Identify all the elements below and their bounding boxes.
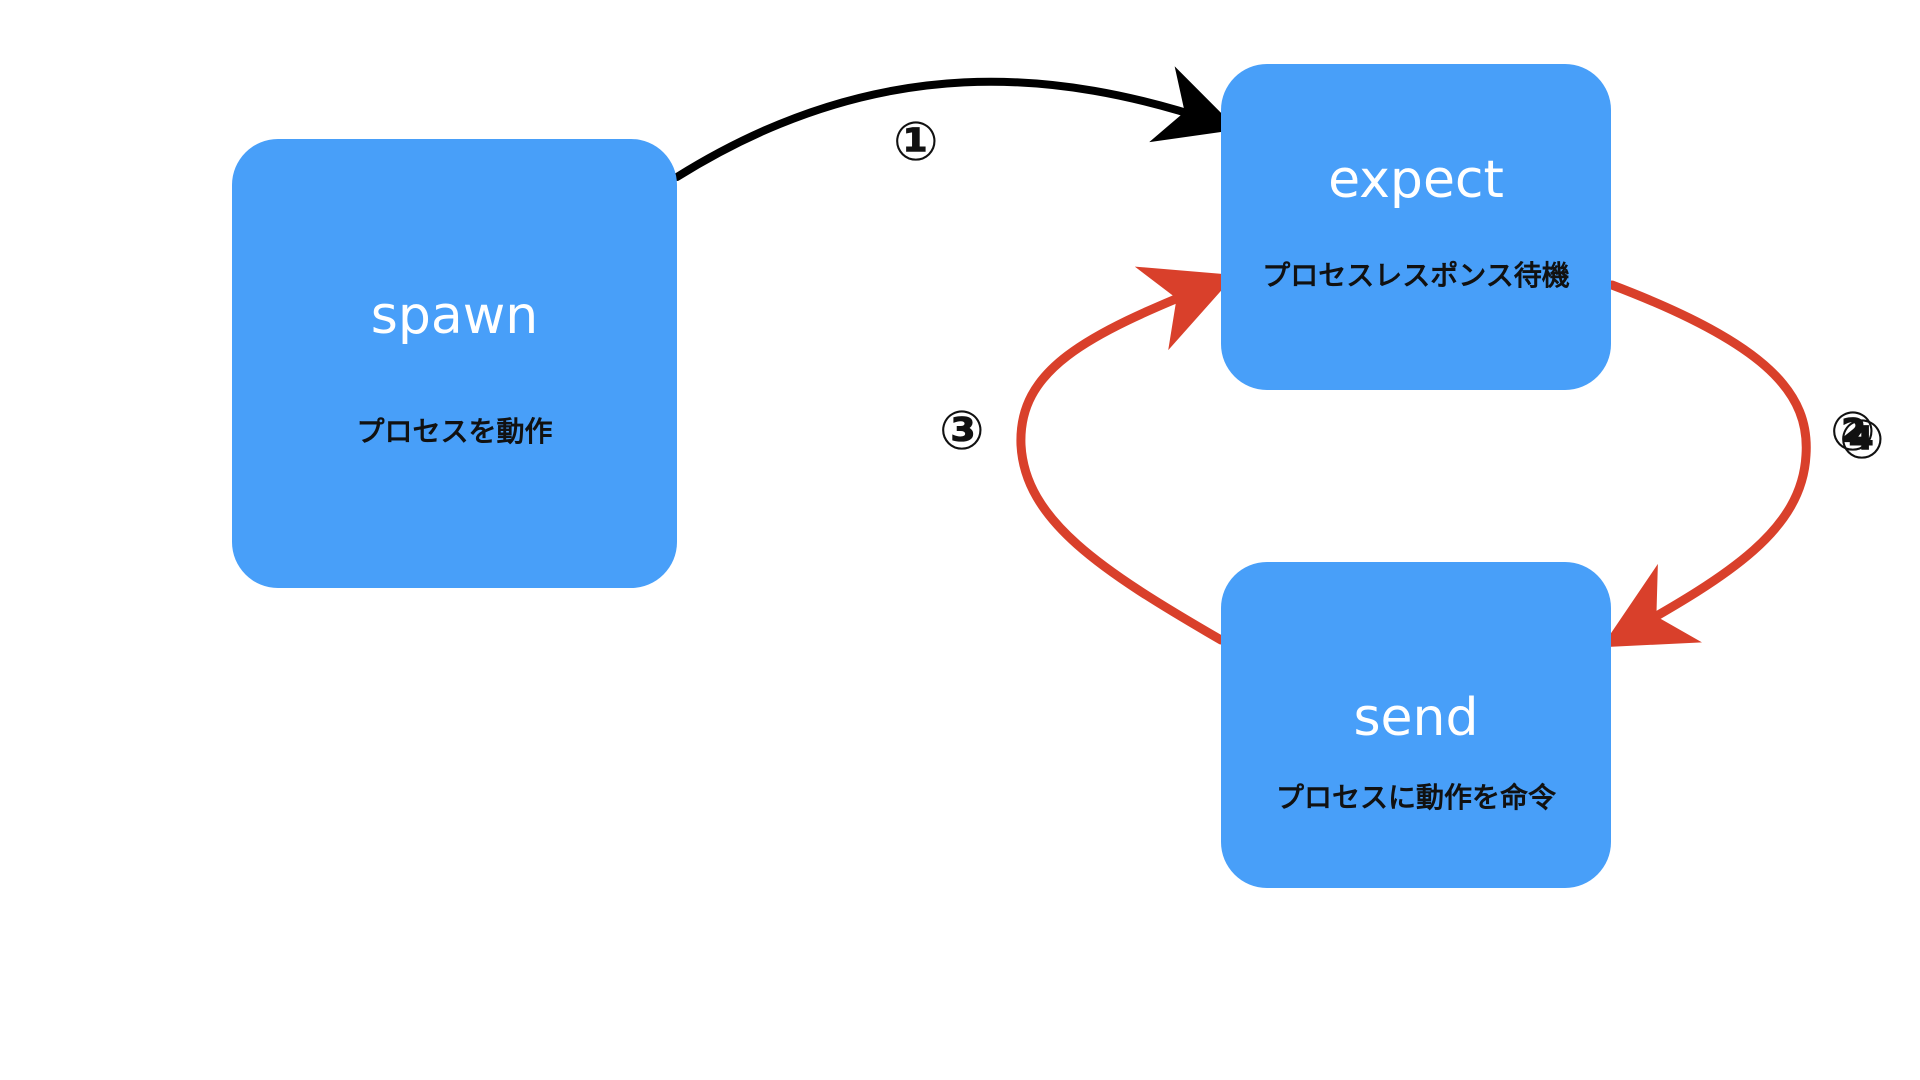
edge-expect-to-send (1601, 280, 1811, 648)
node-expect: expect プロセスレスポンス待機 (1221, 64, 1611, 390)
step-label-4: ④ (1839, 408, 1885, 471)
node-send-title: send (1353, 688, 1479, 748)
step-label-3: ③ (939, 399, 985, 462)
node-expect-desc: プロセスレスポンス待機 (1262, 259, 1570, 292)
edge-spawn-to-expect (673, 66, 1238, 181)
node-spawn: spawn プロセスを動作 (232, 139, 677, 588)
node-send: send プロセスに動作を命令 (1221, 562, 1611, 888)
edge-send-to-expect (1016, 266, 1236, 645)
step-label-2: ② (1830, 400, 1876, 463)
node-spawn-title: spawn (370, 286, 539, 346)
step-label-1: ① (893, 110, 939, 173)
node-spawn-desc: プロセスを動作 (356, 415, 553, 448)
node-send-desc: プロセスに動作を命令 (1275, 781, 1556, 814)
node-expect-title: expect (1328, 150, 1504, 210)
